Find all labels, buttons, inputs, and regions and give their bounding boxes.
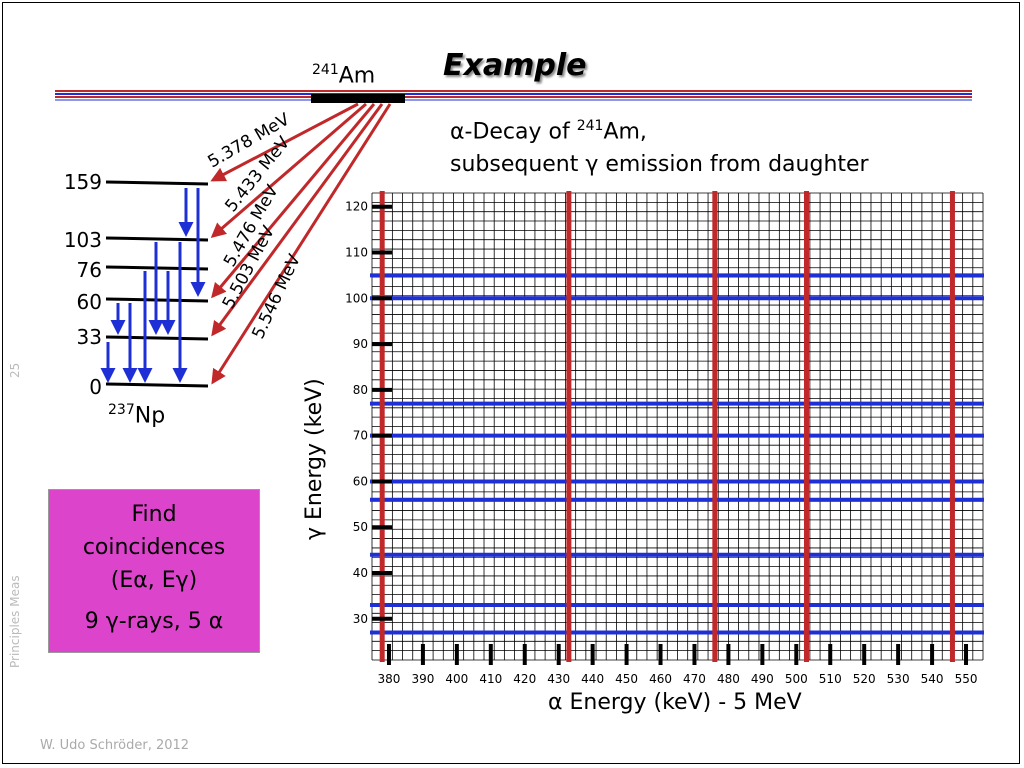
- description: α-Decay of 241Am, subsequent γ emission …: [450, 110, 869, 181]
- x-tick-label: 390: [411, 672, 434, 686]
- y-tick-label: 120: [345, 200, 368, 214]
- x-tick-label: 420: [513, 672, 536, 686]
- coincidence-chart: 380 390 400 410 420 430 440 450 460 470 480 490 500 5…: [345, 191, 984, 686]
- find-box-line-1: Find: [131, 502, 177, 527]
- x-tick-label: 520: [853, 672, 876, 686]
- level-line-103: [105, 236, 209, 242]
- y-tick-label: 80: [353, 383, 368, 397]
- find-box-line-2: coincidences: [82, 535, 226, 560]
- x-tick-label: 470: [683, 672, 706, 686]
- x-tick-label: 500: [785, 672, 808, 686]
- x-tick-label: 540: [921, 672, 944, 686]
- parent-symbol: Am: [338, 63, 376, 89]
- description-mass: 241: [576, 118, 604, 134]
- parent-nucleus-label: 241Am: [312, 62, 375, 88]
- level-label-103: 103: [63, 228, 102, 252]
- level-line-159: [105, 180, 209, 186]
- alpha-arrow-159: [210, 102, 359, 182]
- description-prefix: α-Decay of: [450, 119, 577, 145]
- alpha-arrow-60: [211, 103, 376, 299]
- x-tick-label: 450: [615, 672, 638, 686]
- alpha-arrow-33: [211, 103, 384, 337]
- level-label-76: 76: [76, 258, 102, 282]
- x-tick-label: 510: [819, 672, 842, 686]
- level-line-33: [105, 335, 209, 341]
- description-line-1: α-Decay of 241Am,: [450, 110, 869, 148]
- x-tick-label: 490: [751, 672, 774, 686]
- find-box-line-3: (Eα, Eγ): [110, 568, 198, 593]
- level-label-0: 0: [89, 375, 102, 399]
- y-tick-label: 40: [353, 566, 368, 580]
- alpha-energy-labels: 5.378 MeV 5.433 MeV 5.476 MeV 5.503 MeV …: [205, 109, 306, 342]
- parent-mass: 241: [312, 62, 339, 78]
- find-box-line-4: 9 γ-rays, 5 α: [84, 609, 224, 634]
- x-tick-label: 550: [955, 672, 978, 686]
- footer-credit: W. Udo Schröder, 2012: [40, 738, 190, 753]
- x-tick-label: 460: [649, 672, 672, 686]
- y-tick-label: 50: [353, 520, 368, 534]
- daughter-mass: 237: [108, 402, 135, 418]
- energy-levels: [105, 180, 209, 388]
- x-axis-title: α Energy (keV) - 5 MeV: [548, 690, 802, 715]
- x-tick-label: 380: [378, 672, 401, 686]
- x-tick-label: 440: [581, 672, 604, 686]
- y-tick-label: 60: [353, 474, 368, 488]
- header-rule: [55, 90, 972, 101]
- find-coincidences-box: Find coincidences (Eα, Eγ) 9 γ-rays, 5 α: [48, 489, 260, 653]
- level-label-159: 159: [63, 170, 102, 194]
- y-tick-label: 30: [353, 612, 368, 626]
- daughter-nucleus-label: 237Np: [108, 402, 165, 428]
- y-tick-label: 90: [353, 337, 368, 351]
- level-label-60: 60: [76, 290, 102, 314]
- slide-title: Example: [443, 48, 587, 83]
- parent-level-bar: [311, 94, 405, 103]
- daughter-symbol: Np: [134, 403, 166, 429]
- alpha-transitions: [210, 102, 392, 385]
- x-tick-label: 410: [479, 672, 502, 686]
- level-line-0: [105, 382, 209, 388]
- y-tick-label: 70: [353, 429, 368, 443]
- x-tick-label: 430: [547, 672, 570, 686]
- description-symbol: Am,: [603, 119, 647, 145]
- x-tick-label: 530: [887, 672, 910, 686]
- x-tick-label: 400: [445, 672, 468, 686]
- y-tick-label: 110: [345, 246, 368, 260]
- alpha-arrow-0: [211, 103, 392, 385]
- level-label-33: 33: [76, 325, 102, 349]
- x-tick-label: 480: [717, 672, 740, 686]
- alpha-arrow-103: [210, 102, 367, 238]
- gamma-transitions: [100, 188, 206, 383]
- description-line-2: subsequent γ emission from daughter: [450, 152, 869, 178]
- y-tick-label: 100: [345, 291, 368, 305]
